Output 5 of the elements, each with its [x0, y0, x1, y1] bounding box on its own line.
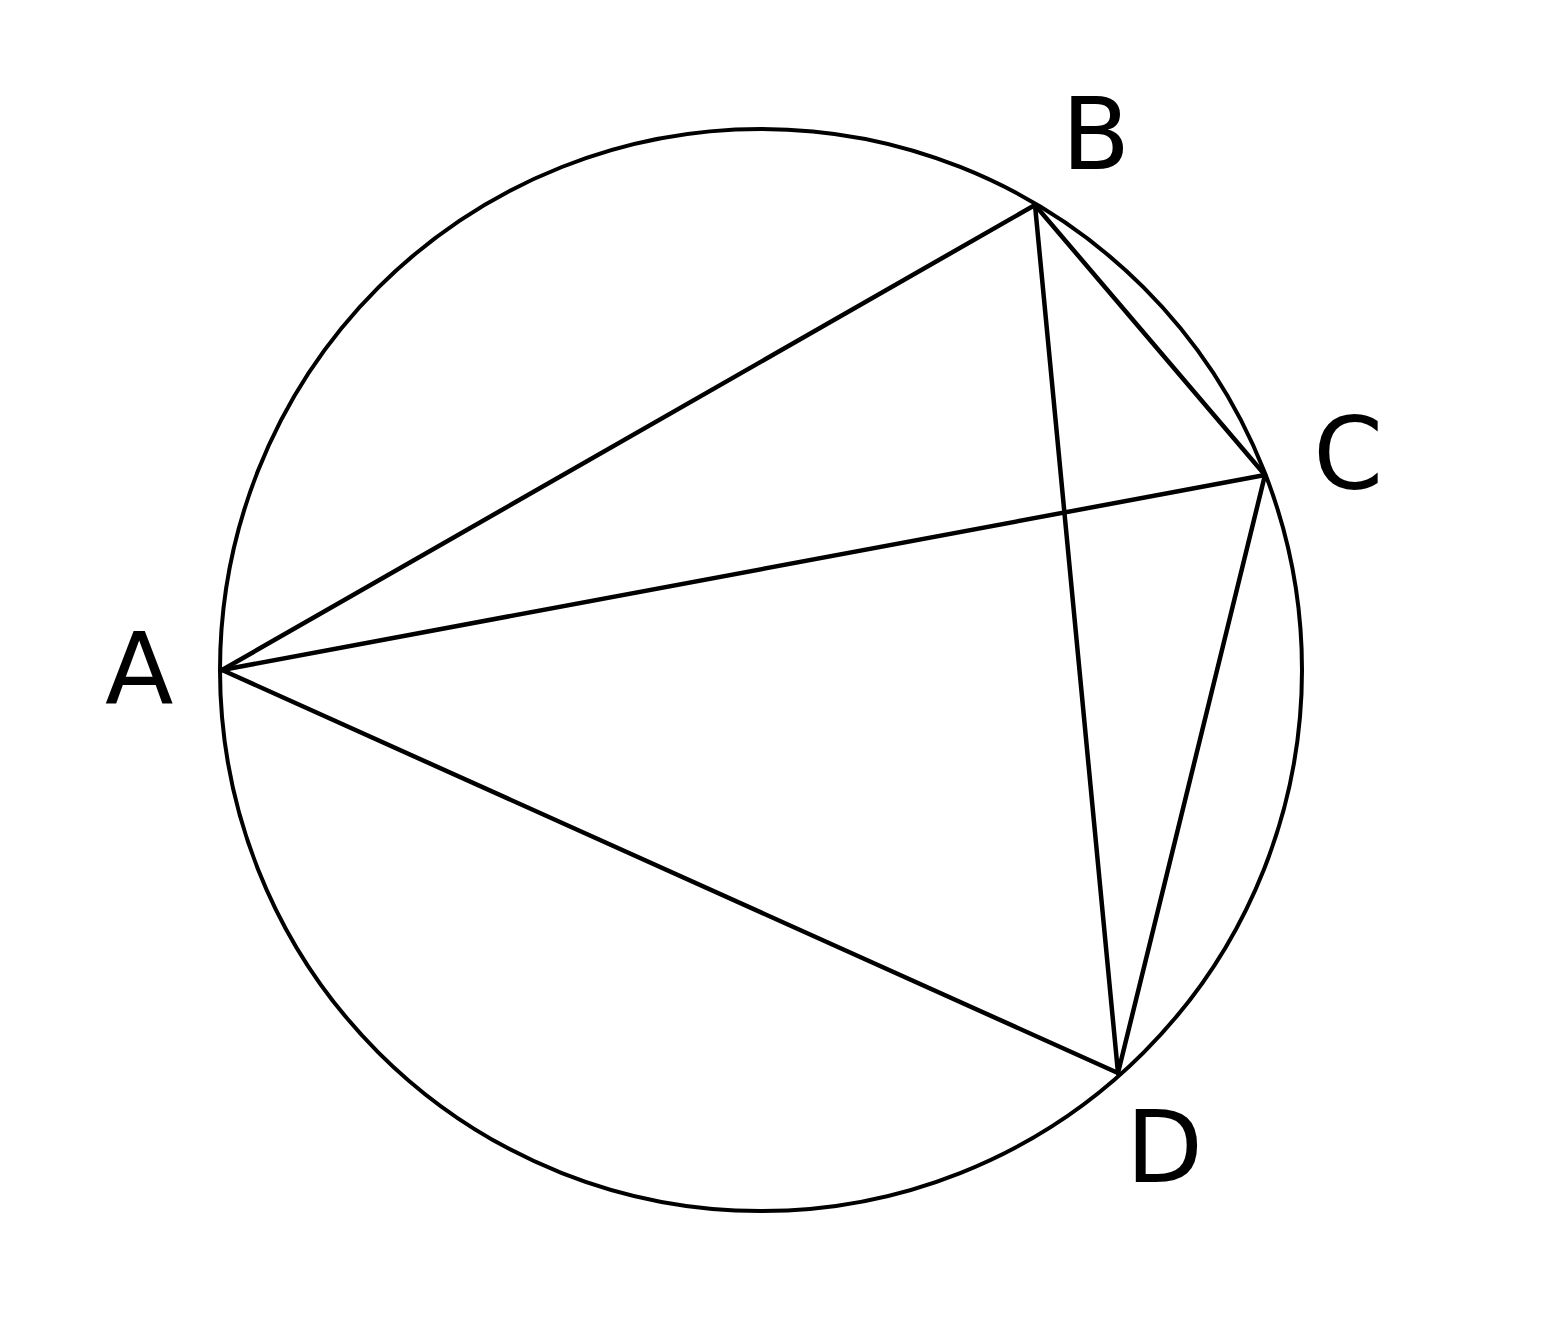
chord-line	[1115, 472, 1268, 1076]
point-label: C	[1313, 405, 1383, 505]
point-label: D	[1126, 1098, 1203, 1198]
point-label: A	[105, 620, 174, 720]
point-label: B	[1061, 85, 1130, 185]
